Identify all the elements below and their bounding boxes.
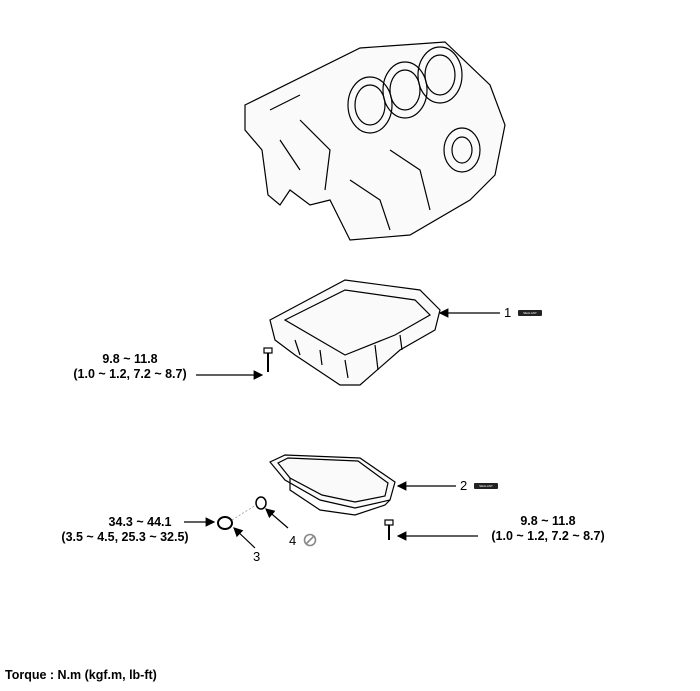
part-number-3: 3	[253, 549, 261, 564]
part-number-2: 2	[460, 478, 468, 493]
part-number-4: 4	[289, 533, 297, 548]
torque-ladder-bolt: 9.8 ~ 11.8 (1.0 ~ 1.2, 7.2 ~ 8.7)	[60, 352, 200, 382]
torque-unit-footer: Torque : N.m (kgf.m, lb-ft)	[5, 668, 157, 682]
gasket	[255, 496, 267, 510]
torque-pan-bolt: 9.8 ~ 11.8 (1.0 ~ 1.2, 7.2 ~ 8.7)	[478, 514, 618, 544]
torque-alt: (3.5 ~ 4.5, 25.3 ~ 32.5)	[61, 530, 189, 544]
torque-value: 9.8 ~ 11.8	[520, 514, 576, 528]
torque-alt: (1.0 ~ 1.2, 7.2 ~ 8.7)	[73, 367, 187, 381]
lower-crankcase	[263, 279, 441, 386]
do-not-reuse-icon	[303, 533, 317, 547]
torque-alt: (1.0 ~ 1.2, 7.2 ~ 8.7)	[491, 529, 605, 543]
drain-plug	[217, 516, 233, 530]
torque-value: 34.3 ~ 44.1	[108, 515, 172, 529]
sealant-icon: SEALANT	[474, 483, 498, 489]
sealant-icon: SEALANT	[518, 310, 542, 316]
torque-value: 9.8 ~ 11.8	[102, 352, 158, 366]
cylinder-block	[244, 41, 506, 241]
oil-pan	[269, 454, 396, 516]
part-number-1: 1	[504, 305, 512, 320]
torque-drain-plug: 34.3 ~ 44.1 (3.5 ~ 4.5, 25.3 ~ 32.5)	[30, 515, 220, 545]
